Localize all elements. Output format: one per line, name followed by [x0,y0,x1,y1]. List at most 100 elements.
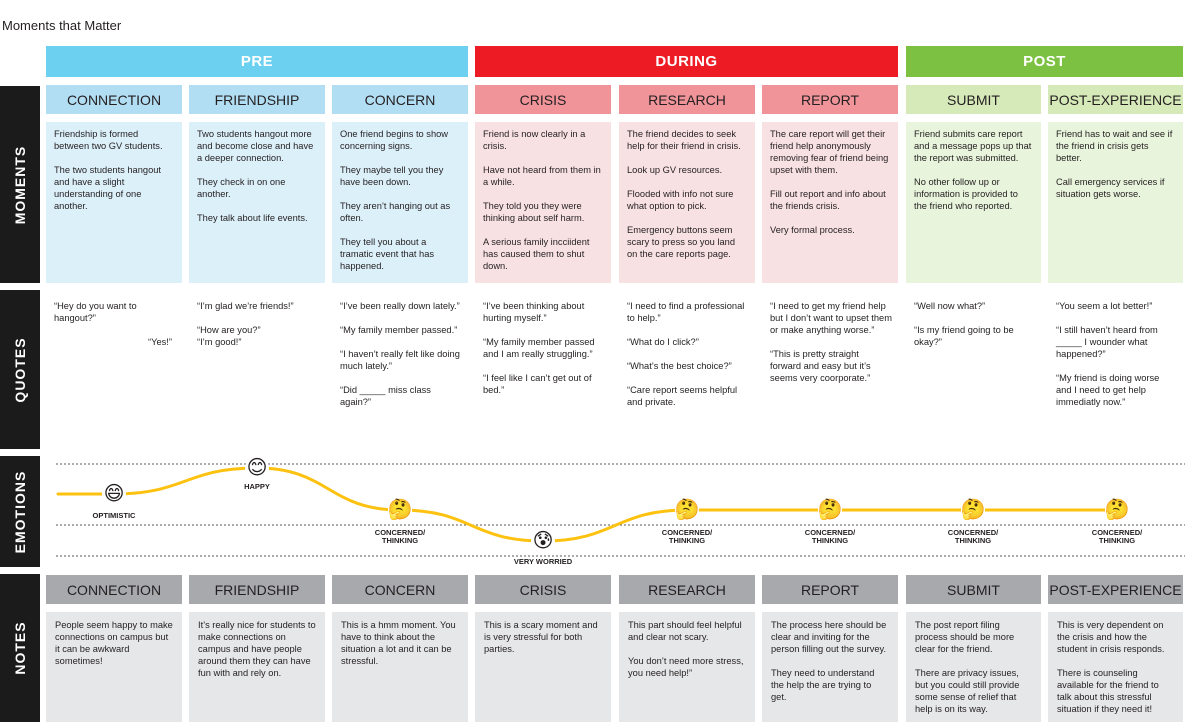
stage-header-concern: CONCERN [332,85,468,114]
quote-text: “Well now what?” [914,301,986,311]
moment-text: Call emergency services if situation get… [1056,177,1165,199]
moments-box-connection: Friendship is formed between two GV stud… [46,122,182,283]
notes-box-friendship: It’s really nice for students to make co… [189,612,325,722]
stage-header-connection: CONNECTION [46,85,182,114]
notes-header-research: RESEARCH [619,575,755,604]
moment-text: The friend decides to seek help for thei… [627,129,741,151]
moments-box-crisis: Friend is now clearly in a crisis. Have n… [475,122,611,283]
quote-text: “I haven’t really felt like doing much l… [340,349,460,371]
row-label-quotes: QUOTES [0,290,40,449]
stage-header-submit: SUBMIT [906,85,1041,114]
quotes-box-connection: “Hey do you want to hangout?”“Yes!” [54,300,176,360]
moments-box-concern: One friend begins to show concerning sig… [332,122,468,283]
moment-text: Flooded with info not sure what option t… [627,189,734,211]
quotes-box-friendship: “I’m glad we’re friends!” “How are you?” … [197,300,319,360]
stage-header-friendship: FRIENDSHIP [189,85,325,114]
note-text: People seem happy to make connections on… [55,620,173,666]
note-text: This part should feel helpful and clear … [628,620,742,642]
quote-text: “Care report seems helpful and private. [627,385,738,407]
thinking-face-icon: 🤔 [817,498,843,522]
emotion-label: CONCERNED/ THINKING [1091,528,1143,545]
moments-box-research: The friend decides to seek help for thei… [619,122,755,283]
quote-text: “Is my friend going to be okay?” [914,325,1014,347]
quote-text: “What do I click?” [627,337,699,347]
row-label-emotions: EMOTIONS [0,456,40,567]
moment-text: Have not heard from them in a while. [483,165,601,187]
grinning-face-icon: 😄 [102,482,126,506]
moments-box-report: The care report will get their friend he… [762,122,898,283]
note-text: This is a hmm moment. You have to think … [341,620,456,666]
quote-text: “Hey do you want to hangout?” [54,301,137,323]
quote-text: “I’ve been thinking about hurting myself… [483,301,585,323]
emotion-label: CONCERNED/ THINKING [661,528,713,545]
row-label-moments: MOMENTS [0,86,40,283]
stage-header-post-experience: POST-EXPERIENCE [1048,85,1183,114]
note-text: The process here should be clear and inv… [771,620,887,654]
notes-header-submit: SUBMIT [906,575,1041,604]
quote-text: “How are you?” “I’m good!” [197,325,261,347]
notes-header-report: REPORT [762,575,898,604]
thinking-face-icon: 🤔 [674,498,700,522]
moment-text: Emergency buttons seem scary to press so… [627,225,735,259]
quotes-box-concern: “I’ve been really down lately.”“My famil… [340,300,462,420]
notes-box-submit: The post report filing process should be… [906,612,1041,722]
notes-header-connection: CONNECTION [46,575,182,604]
moment-text: They aren’t hanging out as often. [340,201,451,223]
page-title: Moments that Matter [2,18,122,33]
moment-text: Two students hangout more and become clo… [197,129,314,163]
moment-text: They talk about life events. [197,213,308,223]
moment-text: Fill out report and info about the frien… [770,189,886,211]
moment-text: They tell you about a tramatic event tha… [340,237,435,271]
emotion-label: CONCERNED/ THINKING [374,528,426,545]
quotes-box-submit: “Well now what?” “Is my friend going to b… [914,300,1035,360]
emotion-label: OPTIMISTIC [92,511,136,520]
quote-text: “I still haven’t heard from _____ I woun… [1056,325,1158,359]
phase-pre: PRE [46,46,468,77]
moment-text: Friend submits care report and a message… [914,129,1032,163]
quote-text: “You seem a lot better!” [1056,301,1153,311]
moment-text: No other follow up or information is pro… [914,177,1018,211]
moment-text: Very formal process. [770,225,855,235]
notes-header-post-experience: POST-EXPERIENCE [1048,575,1183,604]
row-label-notes: NOTES [0,574,40,722]
moments-box-submit: Friend submits care report and a message… [906,122,1041,283]
note-text: There is counseling available for the fr… [1057,668,1159,714]
emotion-label: CONCERNED/ THINKING [947,528,999,545]
quote-text: “What’s the best choice?” [627,361,732,371]
quote-text: “I’m glad we’re friends!” [197,301,294,311]
smiling-face-icon: 😊 [245,456,269,480]
notes-box-research: This part should feel helpful and clear … [619,612,755,722]
phase-post: POST [906,46,1183,77]
quotes-box-report: “I need to get my friend help but I don’… [770,300,892,396]
moment-text: Friendship is formed between two GV stud… [54,129,163,151]
note-text: It’s really nice for students to make co… [198,620,316,678]
quote-text: “Did _____ miss class again?” [340,385,431,407]
notes-box-crisis: This is a scary moment and is very stres… [475,612,611,722]
notes-box-concern: This is a hmm moment. You have to think … [332,612,468,722]
moment-text: A serious family incciident has caused t… [483,237,590,271]
stage-header-report: REPORT [762,85,898,114]
moments-box-post-experience: Friend has to wait and see if the friend… [1048,122,1183,283]
emotion-label: CONCERNED/ THINKING [804,528,856,545]
quote-text: “I feel like I can’t get out of bed.” [483,373,592,395]
moment-text: The care report will get their friend he… [770,129,889,175]
stage-header-crisis: CRISIS [475,85,611,114]
notes-box-post-experience: This is very dependent on the crisis and… [1048,612,1183,722]
moment-text: Friend is now clearly in a crisis. [483,129,586,151]
quote-text: “I’ve been really down lately.” [340,301,460,311]
quotes-box-research: “I need to find a professional to help.”… [627,300,749,420]
notes-header-friendship: FRIENDSHIP [189,575,325,604]
moment-text: One friend begins to show concerning sig… [340,129,449,151]
note-text: The post report filing process should be… [915,620,1015,654]
stage-header-research: RESEARCH [619,85,755,114]
notes-header-crisis: CRISIS [475,575,611,604]
notes-box-connection: People seem happy to make connections on… [46,612,182,722]
moments-box-friendship: Two students hangout more and become clo… [189,122,325,283]
quotes-box-post-experience: “You seem a lot better!” “I still haven’t… [1056,300,1177,420]
emotion-label: HAPPY [244,482,270,491]
thinking-face-icon: 🤔 [960,498,986,522]
quote-text: “I need to find a professional to help.” [627,301,745,323]
note-text: You don’t need more stress, you need hel… [628,656,744,678]
phase-during: DURING [475,46,898,77]
quotes-box-crisis: “I’ve been thinking about hurting myself… [483,300,605,408]
